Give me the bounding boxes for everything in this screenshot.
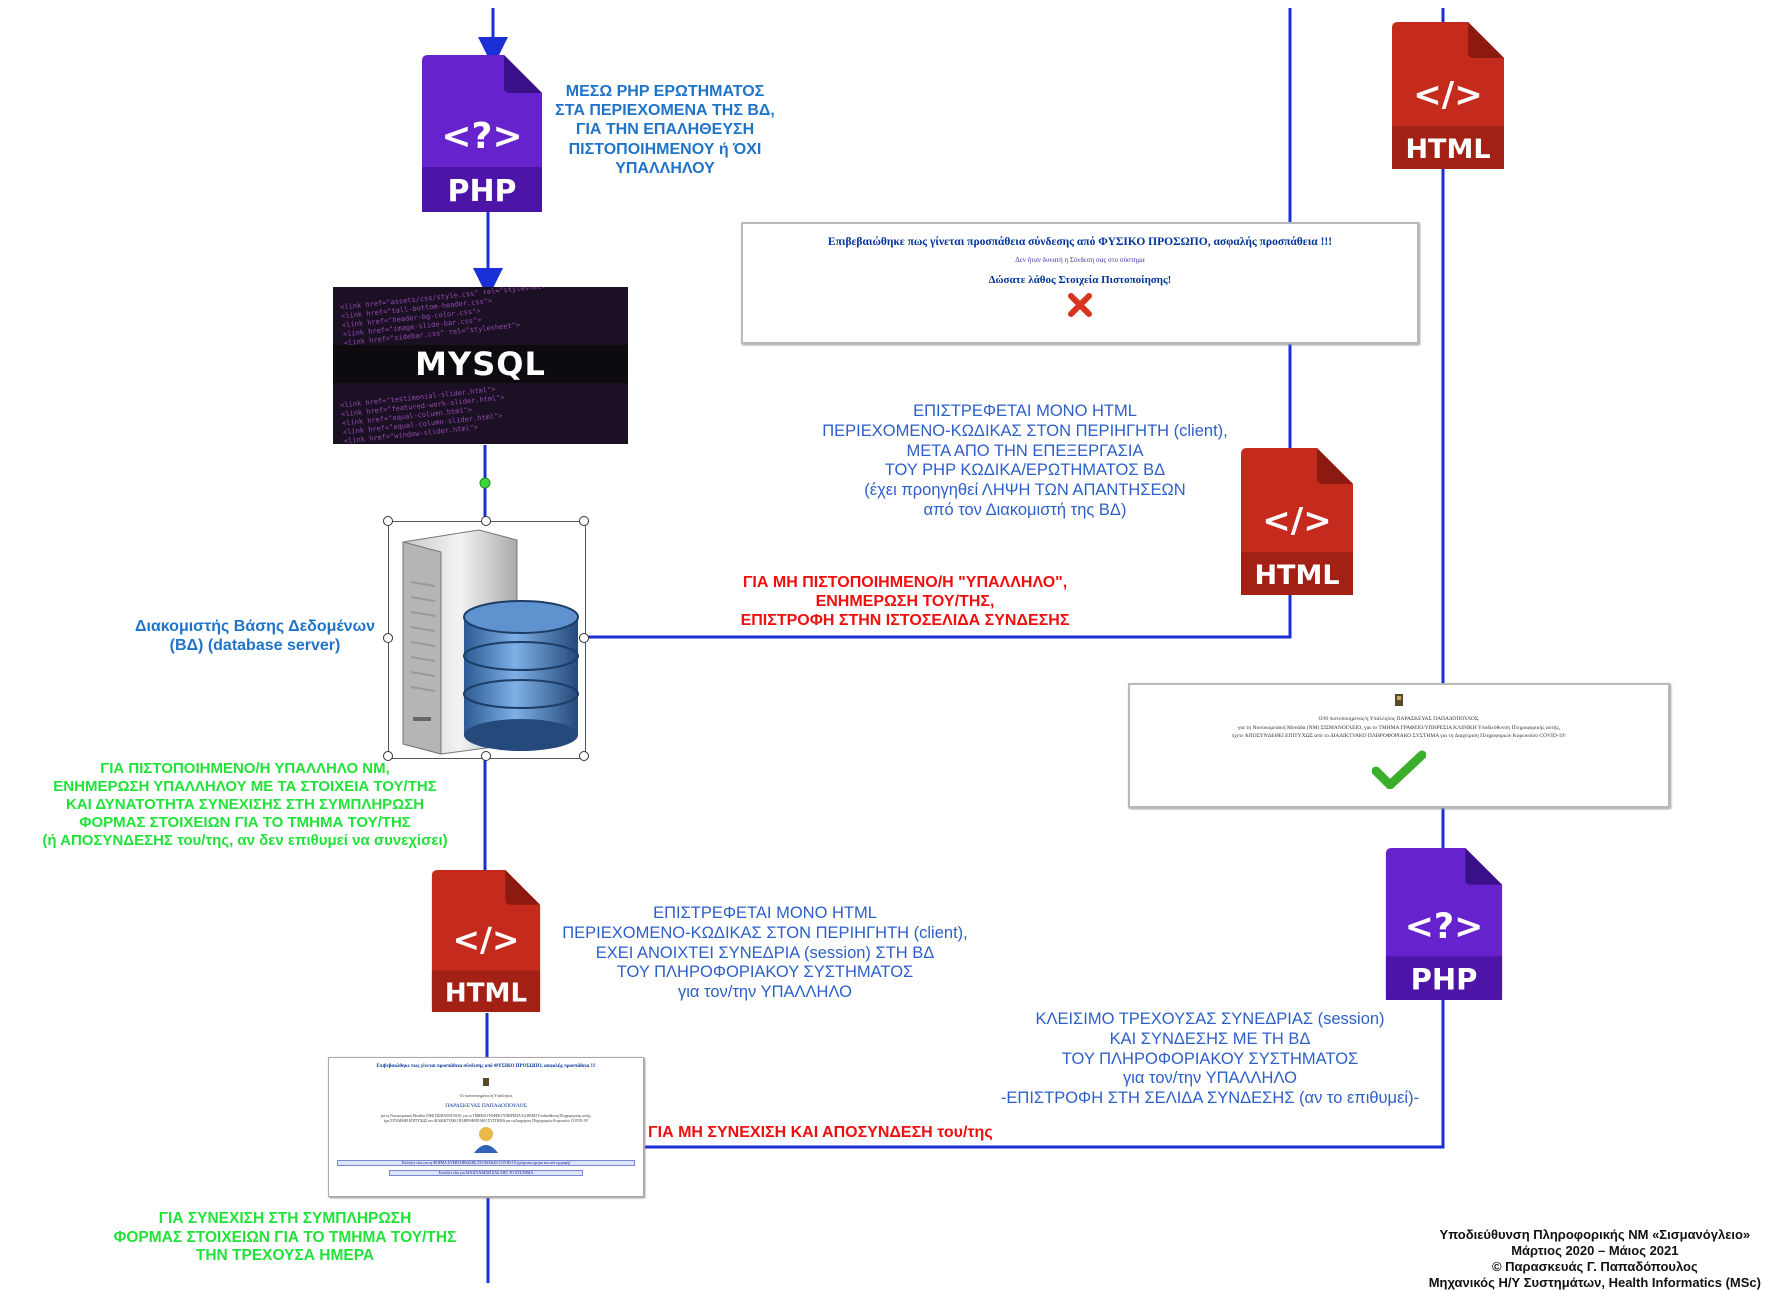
disconnect-annotation: ΓΙΑ ΜΗ ΣΥΝΕΧΙΣΗ ΚΑΙ ΑΠΟΣΥΝΔΕΣΗ του/της [648,1124,993,1141]
thumb-form-button[interactable]: Επιλέξτε εδώ για τη ΦΟΡΜΑ ΣΥΜΠΛΗΡΩΣΗΣ ΣΤ… [337,1160,635,1166]
selection-handle[interactable] [383,633,393,643]
success-line-3: έχετε ΑΠΟΣΥΝΔΕΘΕΙ ΕΠΙΤΥΧΩΣ από το ΔΙΑΔΙΚ… [1232,733,1566,739]
login-error-box: Επιβεβαιώθηκε πως γίνεται προσπάθεια σύν… [741,222,1419,344]
html-label: HTML [1405,134,1490,165]
selection-handle[interactable] [383,751,393,761]
error-line-2: Δεν ήταν δυνατή η Σύνδεση σας στο σύστημ… [1015,256,1145,264]
thumb-line-1: Επιβεβαιώθηκε πως γίνεται προσπάθεια σύν… [376,1064,596,1069]
mysql-image: <link href="assets/css/style.css" rel="s… [333,287,628,444]
php-glyph: <?> [441,116,522,157]
thumb-user-avatar-icon [329,1125,643,1158]
thumb-line-4: για τη Νοσοκομειακή Μονάδα (ΝΜ) ΣΙΣΜΑΝΟΓ… [380,1114,592,1118]
error-line-3: Δώσατε λάθος Στοιχεία Πιστοποίησης! [988,274,1172,286]
thumb-line-2: Οι πιστοποιημένος/η Υπάλληλος [459,1093,513,1098]
html-file-icon: </> HTML [1392,22,1504,169]
php-label: PHP [447,174,516,209]
checkmark-icon [1130,749,1668,794]
mysql-label: MYSQL [333,345,628,383]
not-certified-annotation: ΓΙΑ ΜΗ ΠΙΣΤΟΠΟΙΗΜΕΝΟ/Η "ΥΠΑΛΛΗΛΟ", ΕΝΗΜΕ… [740,574,1070,630]
html-return-annotation: ΕΠΙΣΤΡΕΦΕΤΑΙ ΜΟΝΟ HTML ΠΕΡΙΕΧΟΜΕΝΟ-ΚΩΔΙΚ… [822,402,1228,519]
html-glyph: </> [452,921,519,959]
line-php-to-thumb [645,1000,1445,1149]
user-icon [1130,693,1668,712]
html-glyph: </> [1262,501,1331,541]
thumb-user-icon [329,1073,643,1091]
connector-dot [479,477,491,489]
line-html-to-server [585,590,1292,639]
close-session-annotation: ΚΛΕΙΣΙΜΟ ΤΡΕΧΟΥΣΑΣ ΣΥΝΕΔΡΙΑΣ (session) Κ… [1000,1010,1420,1108]
selection-handle[interactable] [481,516,491,526]
selection-handle[interactable] [481,751,491,761]
html-glyph: </> [1413,75,1482,115]
php-file-icon: <?> PHP [422,55,542,212]
html-file-icon: </> HTML [1240,448,1354,595]
php-query-annotation: ΜΕΣΩ PHP ΕΡΩΤΗΜΑΤΟΣ ΣΤΑ ΠΕΡΙΕΧΟΜΕΝΑ ΤΗΣ … [555,83,775,177]
database-server-image [388,521,586,759]
credit-block: Υποδιεύθυνση Πληροφορικής ΝΜ «Σισμανόγλε… [1428,1227,1761,1290]
session-page-thumbnail: Επιβεβαιώθηκε πως γίνεται προσπάθεια σύν… [328,1057,644,1197]
success-line-1: Ο/Η πιστοποιημένος/η Υπάλληλος ΠΑΡΑΣΚΕΥΑ… [1318,716,1480,722]
html-label: HTML [1254,560,1339,591]
success-line-2: για τη Νοσοκομειακή Μονάδα (ΝΜ) ΣΙΣΜΑΝΟΓ… [1237,725,1561,731]
error-line-1: Επιβεβαιώθηκε πως γίνεται προσπάθεια σύν… [827,236,1333,248]
continue-annotation: ΓΙΑ ΣΥΝΕΧΙΣΗ ΣΤΗ ΣΥΜΠΛΗΡΩΣΗ ΦΟΡΜΑΣ ΣΤΟΙΧ… [113,1210,457,1265]
thumb-logout-button[interactable]: Επιλέξτε εδώ για ΑΠΟΣΥΝΔΕΣΗ ΣΑΣ ΑΠΟ ΤΟ Σ… [389,1170,583,1176]
selection-handle[interactable] [579,751,589,761]
db-server-annotation: Διακομιστής Βάσης Δεδομένων (ΒΔ) (databa… [135,618,375,655]
selection-handle[interactable] [383,516,393,526]
selection-handle[interactable] [579,633,589,643]
selection-handle[interactable] [579,516,589,526]
logout-success-box: Ο/Η πιστοποιημένος/η Υπάλληλος ΠΑΡΑΣΚΕΥΑ… [1128,683,1670,808]
html-session-annotation: ΕΠΙΣΤΡΕΦΕΤΑΙ ΜΟΝΟ HTML ΠΕΡΙΕΧΟΜΕΝΟ-ΚΩΔΙΚ… [562,904,968,1002]
error-x-icon [743,292,1417,323]
html-label: HTML [445,978,527,1008]
php-glyph: <?> [1405,907,1484,947]
certified-annotation: ΓΙΑ ΠΙΣΤΟΠΟΙΗΜΕΝΟ/Η ΥΠΑΛΛΗΛΟ ΝΜ, ΕΝΗΜΕΡΩ… [42,760,448,849]
php-file-icon: <?> PHP [1384,848,1504,1000]
thumb-line-5: έχει ΣΥΝΔΕΘΕΙ ΕΠΙΤΥΧΩΣ στο ΔΙΑΔΙΚΤΥΑΚΟ Π… [383,1119,589,1123]
php-label: PHP [1411,962,1478,996]
thumb-line-3: ΠΑΡΑΣΚΕΥΑΣ ΠΑΠΑΔΟΠΟΥΛΟΣ [445,1103,527,1109]
html-file-icon: </> HTML [430,870,542,1012]
